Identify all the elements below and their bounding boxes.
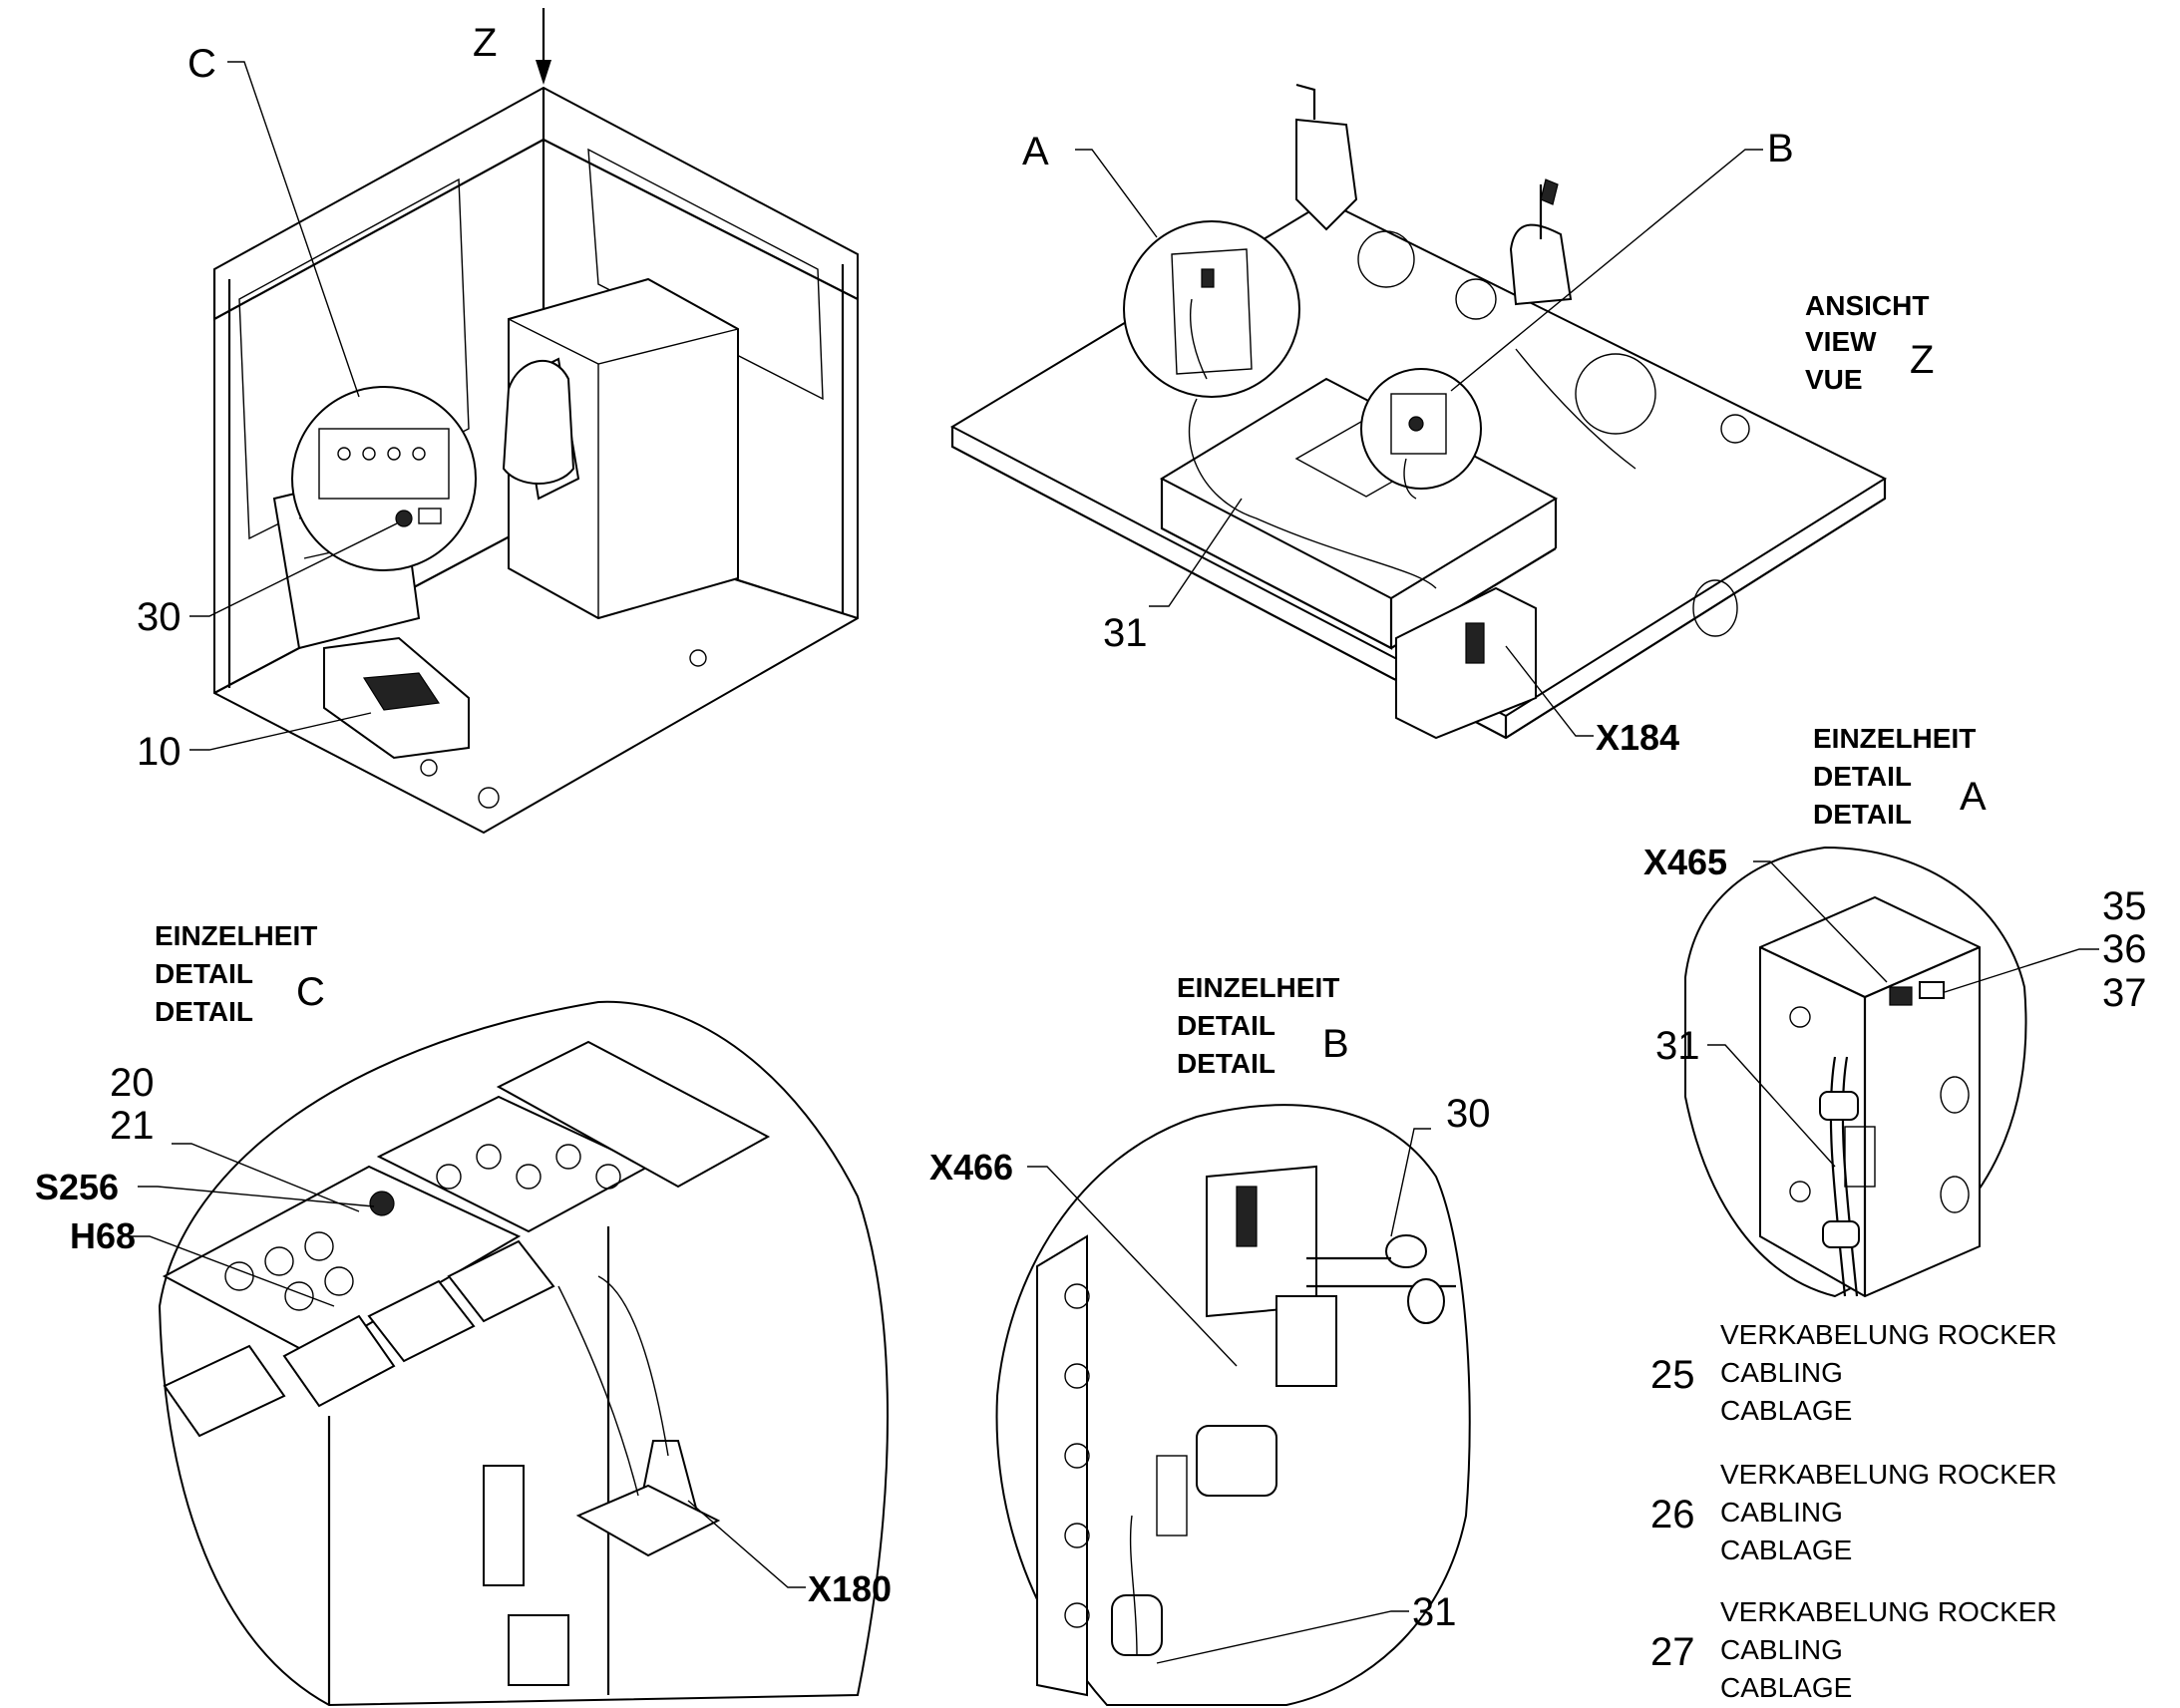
detail-a-line2: DETAIL [1813,761,1912,792]
detail-c-drawing [158,1000,889,1707]
callout-20: 20 [110,1061,155,1105]
detail-a-letter: A [1960,775,1987,819]
legend-27-line3: CABLAGE [1720,1672,1852,1703]
detail-b-line1: EINZELHEIT [1177,972,1339,1003]
detail-b-drawing [995,1104,1471,1706]
callout-b: B [1767,127,1794,171]
view-z-caption: ANSICHT VIEW VUE Z [1805,290,1934,395]
detail-b-letter: B [1322,1022,1349,1066]
legend-25-line1: VERKABELUNG ROCKER [1720,1319,2057,1350]
legend-26-line1: VERKABELUNG ROCKER [1720,1459,2057,1490]
detail-c-letter: C [296,970,325,1014]
legend-27-line1: VERKABELUNG ROCKER [1720,1596,2057,1627]
view-z-line3: VUE [1805,364,1863,395]
view-z-line2: VIEW [1805,326,1877,357]
legend-item-25: 25 VERKABELUNG ROCKER CABLING CABLAGE [1650,1319,2057,1426]
detail-c-magnifier [291,386,477,571]
callout-x180: X180 [808,1568,892,1609]
detail-a-magnifier [1123,220,1300,398]
view-z-arrow [536,8,551,85]
callout-x184: X184 [1596,717,1679,758]
callout-10: 10 [137,730,182,774]
callout-x466: X466 [929,1147,1013,1188]
callout-31-b: 31 [1412,1590,1457,1634]
detail-c-line2: DETAIL [155,958,253,989]
legend-26-line3: CABLAGE [1720,1535,1852,1565]
detail-a-drawing [1684,846,2027,1298]
detail-b-caption: EINZELHEIT DETAIL DETAIL B [1177,972,1349,1079]
callout-31-top: 31 [1103,611,1148,655]
detail-c-line3: DETAIL [155,996,253,1027]
callout-36: 36 [2102,927,2147,971]
detail-b-magnifier [1360,368,1482,500]
detail-b-line2: DETAIL [1177,1010,1275,1041]
callout-x465: X465 [1643,842,1727,882]
detail-b-line3: DETAIL [1177,1048,1275,1079]
legend-item-27: 27 VERKABELUNG ROCKER CABLING CABLAGE [1650,1596,2057,1703]
legend-27-line2: CABLING [1720,1634,1843,1665]
detail-a-line3: DETAIL [1813,799,1912,830]
callout-35: 35 [2102,884,2147,928]
view-z-line1: ANSICHT [1805,290,1929,321]
callout-c: C [187,42,216,86]
callout-z: Z [473,21,497,65]
cabling-legend: 25 VERKABELUNG ROCKER CABLING CABLAGE 26… [1650,1319,2057,1703]
callout-30-b: 30 [1446,1092,1491,1136]
detail-a-line1: EINZELHEIT [1813,723,1976,754]
legend-27-number: 27 [1650,1630,1695,1674]
callout-31-a: 31 [1655,1024,1700,1068]
legend-25-line3: CABLAGE [1720,1395,1852,1426]
callout-a: A [1022,130,1049,173]
callout-21: 21 [110,1104,155,1148]
legend-25-number: 25 [1650,1353,1695,1397]
legend-26-number: 26 [1650,1493,1695,1537]
callout-30: 30 [137,595,182,639]
view-z-letter: Z [1910,338,1934,382]
detail-c-line1: EINZELHEIT [155,920,317,951]
detail-c-caption: EINZELHEIT DETAIL DETAIL C [155,920,325,1027]
legend-item-26: 26 VERKABELUNG ROCKER CABLING CABLAGE [1650,1459,2057,1565]
callout-37: 37 [2102,971,2147,1015]
detail-a-caption: EINZELHEIT DETAIL DETAIL A [1813,723,1987,830]
callout-s256: S256 [35,1167,119,1207]
callout-h68: H68 [70,1215,136,1256]
legend-25-line2: CABLING [1720,1357,1843,1388]
legend-26-line2: CABLING [1720,1497,1843,1528]
